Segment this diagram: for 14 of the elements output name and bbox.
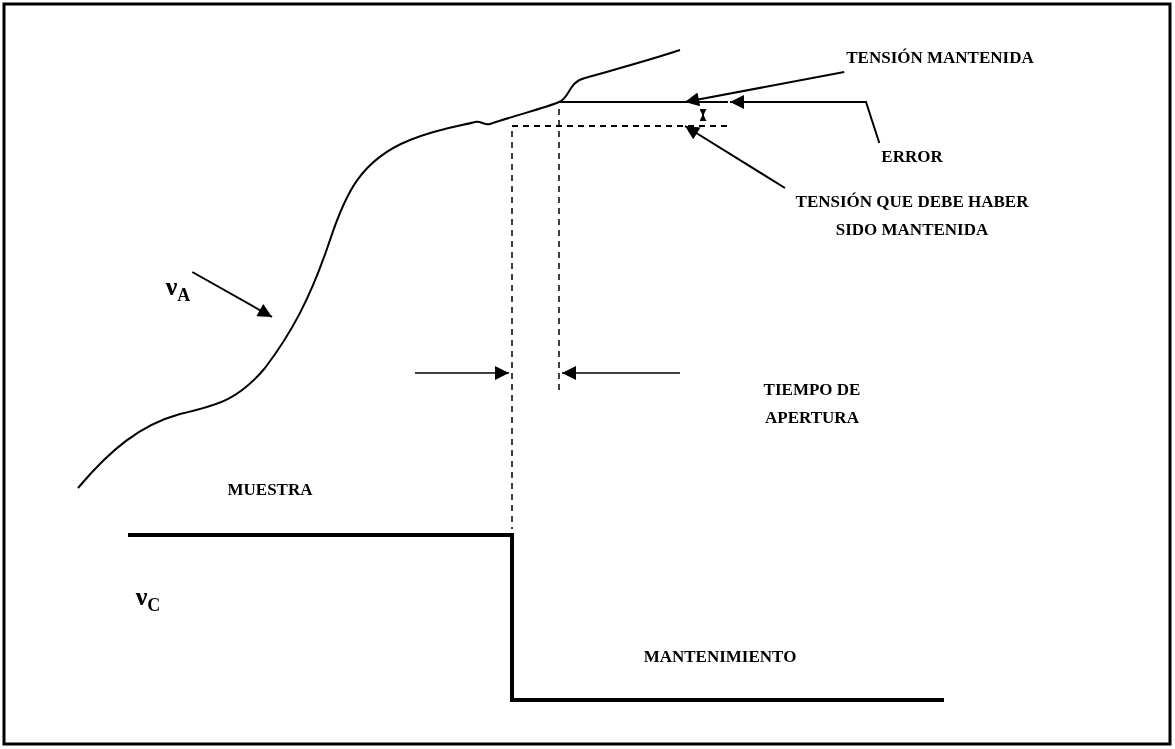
voltage-label: TENSIÓN MANTENIDA [846,44,1034,72]
signal-label: ν$_{C}$ [135,582,161,618]
leader-arrow [191,271,273,318]
error-label: ERROR [881,143,943,171]
phase-label: MUESTRA [227,479,313,501]
voltage-label: TENSIÓN QUE DEBE HABER SIDO MANTENIDA [787,188,1037,244]
signal-label: ν$_{A}$ [165,272,191,311]
dimension-label: TIEMPO DE APERTURA [762,379,862,429]
leader-arrow [684,125,786,189]
held-level-line [558,101,729,103]
leader-arrow [684,71,846,107]
phase-label: MANTENIMIENTO [643,646,797,668]
leader-arrow [729,95,881,144]
reference-level-dashed-line [511,125,729,127]
